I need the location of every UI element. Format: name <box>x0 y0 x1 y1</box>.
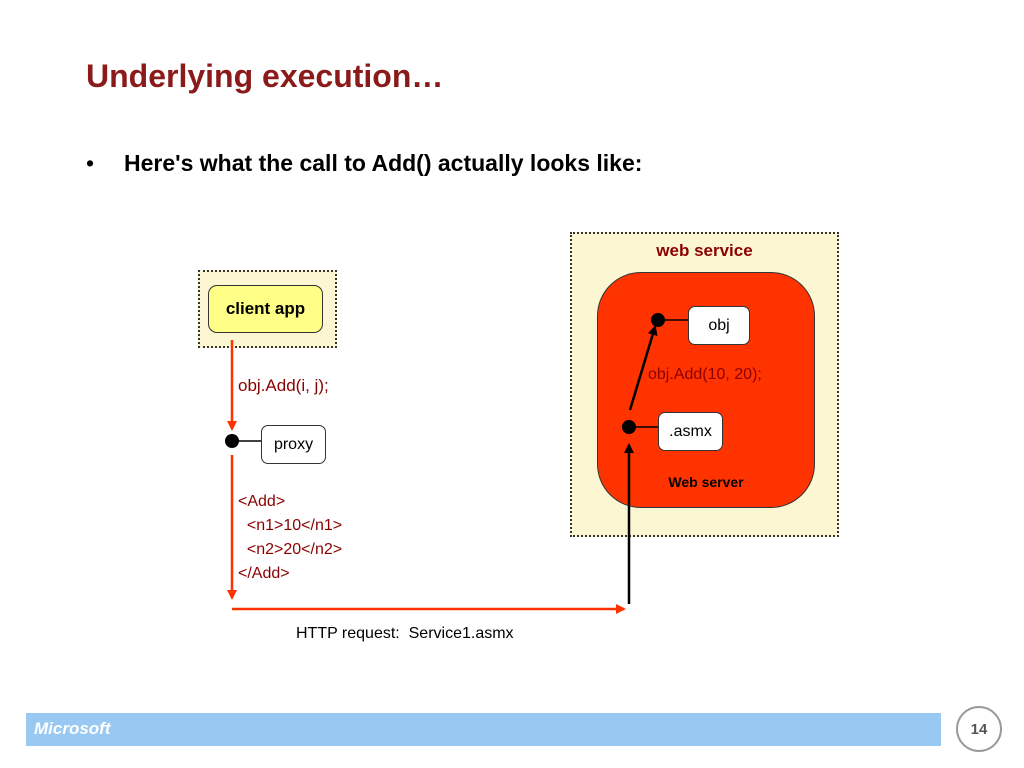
slide-title: Underlying execution… <box>86 58 444 94</box>
client-app-box: client app <box>208 285 323 333</box>
footer-brand: Microsoft <box>34 719 111 738</box>
bullet-text: Here's what the call to Add() actually l… <box>124 150 643 176</box>
bullet-marker: • <box>86 150 95 176</box>
obj-box: obj <box>688 306 750 345</box>
page-number: 14 <box>956 706 1002 752</box>
soap-message: <Add> <n1>10</n1> <n2>20</n2> </Add> <box>238 493 343 582</box>
web-server-label: Web server <box>668 474 744 490</box>
asmx-endpoint <box>622 420 636 434</box>
server-call-label: obj.Add(10, 20); <box>648 366 762 383</box>
asmx-box: .asmx <box>658 412 723 451</box>
client-call-label: obj.Add(i, j); <box>238 376 329 395</box>
footer-bar <box>26 713 941 746</box>
web-service-title: web service <box>656 241 753 260</box>
proxy-endpoint <box>225 434 239 448</box>
http-request-label: HTTP request: Service1.asmx <box>296 625 514 642</box>
proxy-box: proxy <box>261 425 326 464</box>
obj-endpoint <box>651 313 665 327</box>
bullet-item: • Here's what the call to Add() actually … <box>86 150 642 177</box>
arrow-asmx-to-obj <box>628 325 658 411</box>
